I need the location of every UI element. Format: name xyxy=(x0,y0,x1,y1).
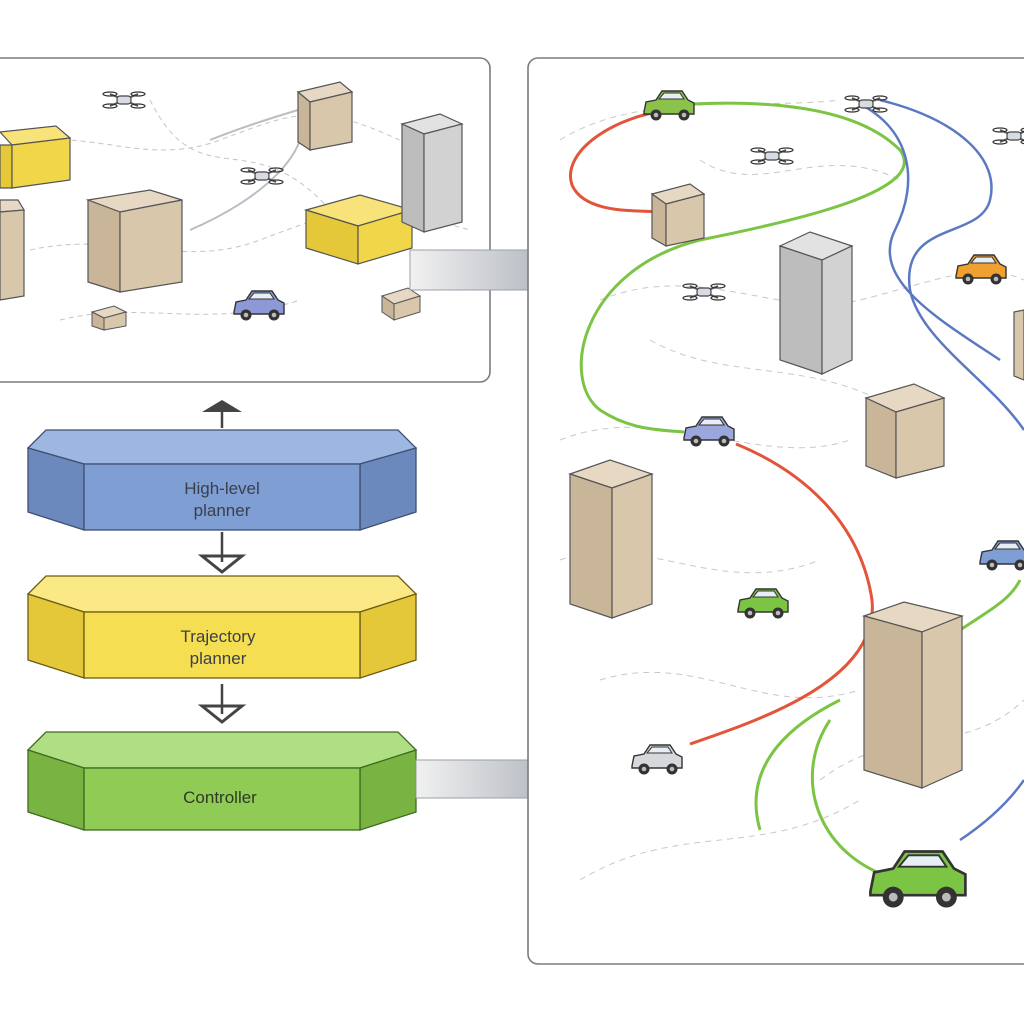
block-label-line: High-level xyxy=(184,479,260,498)
block-top-face xyxy=(26,575,418,613)
block-label-line: planner xyxy=(194,501,251,520)
high-level-planner-block: High-level planner xyxy=(26,429,418,531)
tan-box-edge xyxy=(1013,309,1024,381)
block-label-line: planner xyxy=(190,649,247,668)
down-arrow xyxy=(197,684,247,724)
tan-tower xyxy=(568,459,654,619)
block-front-face xyxy=(83,463,361,531)
block-top-face xyxy=(26,731,418,769)
grey-tower xyxy=(778,231,854,375)
controller-block: Controller xyxy=(26,731,418,831)
block-label-line: Trajectory xyxy=(181,627,256,646)
tan-box xyxy=(864,383,946,479)
feedback-up-arrow xyxy=(202,400,242,428)
block-top-face xyxy=(26,429,418,465)
trajectory-planner-block: Trajectory planner xyxy=(26,575,418,679)
blue-trajectory xyxy=(859,98,1024,842)
tan-box xyxy=(650,183,706,248)
tan-box xyxy=(296,81,354,152)
down-arrow xyxy=(197,532,247,574)
yellow-box xyxy=(303,194,415,265)
trajectory-scene-panel xyxy=(527,57,1024,965)
tan-tower xyxy=(861,601,964,789)
grey-tower xyxy=(400,113,464,233)
block-front-face xyxy=(83,611,361,679)
red-trajectory xyxy=(569,106,874,746)
green-trajectory xyxy=(579,101,1022,882)
tan-box xyxy=(0,199,26,301)
block-label-line: Controller xyxy=(183,788,257,807)
small-tan-box xyxy=(90,305,128,331)
small-tan-box xyxy=(380,287,422,321)
block-front-face xyxy=(83,767,361,831)
tan-box xyxy=(85,189,183,293)
yellow-box xyxy=(0,125,72,189)
scene-overview-panel xyxy=(0,57,491,383)
